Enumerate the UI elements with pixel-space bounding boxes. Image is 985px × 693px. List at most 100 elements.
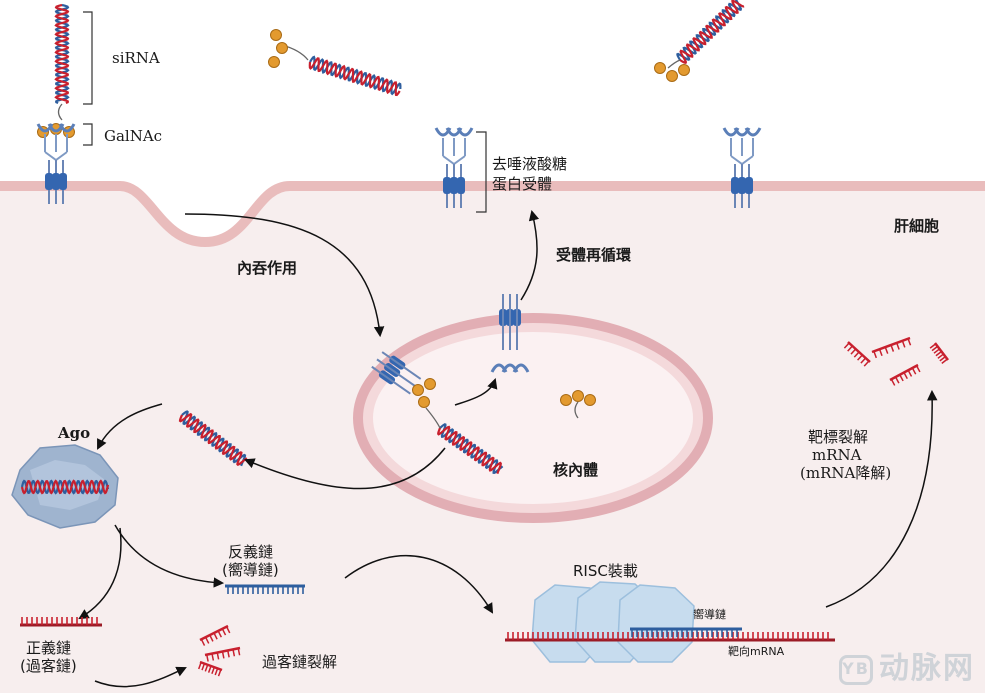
galnac-sugar [418, 396, 430, 408]
galnac-sugar [666, 70, 678, 82]
target-cleavage-line3: (mRNA降解) [800, 464, 892, 482]
antisense-label-line2: (嚮導鏈) [222, 561, 279, 579]
fragment-base [213, 632, 218, 640]
passenger-degradation-label: 過客鏈裂解 [262, 653, 338, 671]
risc-loading-label: RISC裝載 [573, 562, 638, 580]
fragment-base [221, 651, 225, 659]
receptor-neck [730, 155, 754, 166]
fragment-base [204, 636, 210, 644]
fragment-base [217, 630, 223, 638]
galnac-linker [57, 103, 63, 121]
galnac-cluster-3 [654, 62, 690, 82]
released-linker [574, 401, 579, 419]
receptor-bracket [476, 131, 487, 213]
fragment-base [935, 350, 942, 357]
fragment-base [890, 344, 895, 352]
fragment-base [237, 648, 241, 656]
sirna-conjugate-helix [54, 3, 70, 105]
mrna-fragment-3 [889, 363, 921, 386]
fragment-base [860, 357, 867, 364]
fragment-base [847, 345, 853, 352]
fragment-base [214, 668, 219, 676]
risc-loading-arrow [344, 555, 494, 614]
watermark-logo-icon: YB [839, 654, 873, 685]
galnac-bracket [83, 123, 93, 146]
galnac-sugar [584, 394, 596, 406]
recycling-receptor [490, 294, 530, 373]
fragment-base [232, 649, 236, 657]
asgpr-receptor-bound [36, 123, 76, 204]
recycling-arrow [520, 209, 540, 301]
endosome-sirna-helix [437, 423, 504, 475]
fragment-base [901, 340, 906, 348]
fragment-base [227, 650, 230, 658]
endocytosis-label: 內吞作用 [237, 259, 298, 277]
galnac-sugar [572, 390, 584, 402]
target-cleavage-line2: mRNA [812, 446, 862, 464]
fragment-base [211, 653, 215, 661]
fragment-base [890, 378, 896, 386]
receptor-cup [512, 363, 530, 373]
escape-arrow [244, 447, 446, 490]
sirna-label: siRNA [112, 49, 160, 67]
target-mrna-label: 靶向mRNA [728, 645, 785, 658]
passenger-fragment-1 [199, 624, 231, 646]
fragment-base [225, 626, 231, 634]
transmembrane-domain [52, 173, 60, 190]
fragment-base [894, 376, 900, 384]
risc-guide-bases [631, 629, 738, 637]
galnac-sugar [678, 64, 690, 76]
receptor-chain [371, 365, 411, 395]
endosome-sirna-helix-strand [439, 423, 504, 475]
fragment-base [899, 374, 904, 382]
antisense-arrow [114, 524, 225, 588]
fragment-base [873, 351, 878, 359]
galnac-sugar [270, 29, 282, 41]
ago-bound-sirna-helix [20, 479, 110, 495]
endosome-label: 核內體 [553, 461, 599, 479]
target-mrna-bases [507, 632, 829, 640]
fragment-base [198, 662, 202, 670]
target-cleavage-arrow [825, 389, 938, 608]
fragment-base [200, 638, 206, 646]
fragment-base [884, 346, 889, 354]
transmembrane-domain [738, 177, 746, 194]
asgpr-receptor-free-1 [434, 127, 474, 208]
fragment-base [941, 358, 948, 364]
fragment-base [903, 372, 908, 380]
antisense-label-line1: 反義鏈 [228, 543, 274, 561]
fragment-base [863, 360, 870, 367]
free-sirna-helix-2-strand [309, 55, 402, 96]
fragment-base [204, 664, 209, 672]
transmembrane-domain [45, 173, 53, 190]
transmembrane-domain [443, 177, 451, 194]
fragment-base [209, 634, 214, 642]
mrna-fragment-4 [929, 342, 949, 364]
ago-loading-arrow [97, 403, 163, 450]
receptor-cup [58, 123, 76, 133]
fragment-base [907, 369, 913, 377]
galnac-sugar [654, 62, 666, 74]
galnac-label: GalNAc [104, 127, 163, 145]
sirna-bracket [83, 11, 93, 105]
galnac-sugar [424, 378, 436, 390]
cell-membrane [0, 181, 985, 248]
fragment-base [933, 348, 941, 354]
transmembrane-domain [59, 173, 67, 190]
fragment-base [206, 654, 209, 662]
cytoplasm-sirna-helix-strand [178, 412, 248, 466]
fragment-base [915, 365, 921, 373]
dissociation-arrow [454, 378, 498, 406]
endosome-receptor-complex [371, 351, 422, 395]
receptor-chain [376, 358, 417, 388]
galnac-cluster-2 [268, 29, 288, 68]
receptor-cup [744, 127, 762, 137]
ago-label: Ago [58, 424, 91, 442]
galnac-sugar [276, 42, 288, 54]
sense-label-line2: (過客鏈) [20, 657, 77, 675]
receptor-label-line2: 蛋白受體 [492, 175, 553, 193]
passenger-fragment-3 [198, 660, 223, 677]
mrna-fragment-2 [871, 336, 912, 359]
